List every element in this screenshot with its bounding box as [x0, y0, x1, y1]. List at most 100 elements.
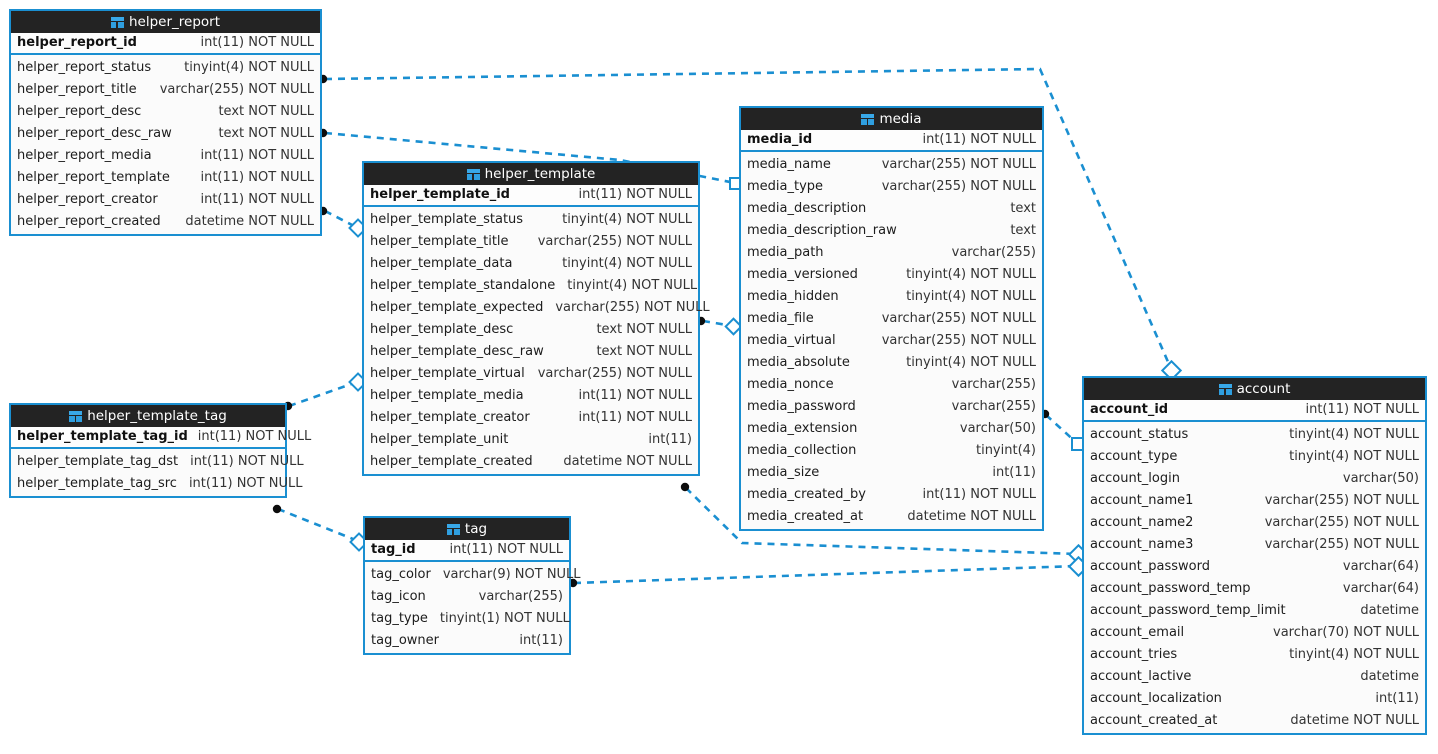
column-name: media_name [747, 157, 831, 172]
column-name: helper_template_virtual [370, 366, 525, 381]
entity-helper_template[interactable]: helper_template helper_template_id int(1… [362, 161, 710, 476]
primary-key-row: media_id int(11) NOT NULL [741, 130, 1042, 152]
column-type: int(11) NOT NULL [578, 410, 692, 425]
rel-helper_template_tag-tag [272, 504, 369, 552]
column-row: helper_report_template int(11) NOT NULL [11, 167, 320, 189]
column-name: media_hidden [747, 289, 839, 304]
column-row: media_collection tinyint(4) [741, 440, 1042, 462]
column-type: tinyint(4) NOT NULL [562, 212, 692, 227]
column-name: account_status [1090, 427, 1189, 442]
column-type: varchar(255) NOT NULL [881, 157, 1036, 172]
entity-media[interactable]: media media_id int(11) NOT NULL media_na… [739, 106, 1044, 531]
column-name: account_id [1090, 402, 1169, 417]
column-name: tag_icon [371, 589, 426, 604]
column-name: helper_report_title [17, 82, 137, 97]
column-name: tag_owner [371, 633, 439, 648]
column-row: helper_template_creator int(11) NOT NULL [364, 407, 698, 429]
entity-helper_report[interactable]: helper_report helper_report_id int(11) N… [9, 9, 322, 236]
column-name: account_name2 [1090, 515, 1194, 530]
column-type: varchar(255) NOT NULL [1264, 515, 1419, 530]
column-type: varchar(255) NOT NULL [537, 366, 692, 381]
column-type: text NOT NULL [596, 344, 692, 359]
column-name: helper_template_creator [370, 410, 530, 425]
column-name: media_size [747, 465, 820, 480]
table-icon [1218, 383, 1232, 395]
primary-key-row: helper_report_id int(11) NOT NULL [11, 33, 320, 55]
column-type: text [1010, 201, 1036, 216]
column-type: varchar(255) NOT NULL [881, 311, 1036, 326]
table-icon [446, 523, 460, 535]
column-name: helper_report_created [17, 214, 161, 229]
primary-key-row: tag_id int(11) NOT NULL [365, 540, 569, 562]
column-name: helper_report_media [17, 148, 152, 163]
entity-title: helper_report [128, 14, 221, 30]
column-name: helper_template_desc [370, 322, 514, 337]
column-type: tinyint(4) NOT NULL [906, 289, 1036, 304]
column-type: int(11) NOT NULL [922, 487, 1036, 502]
entity-header: tag [365, 518, 569, 540]
column-type: tinyint(4) NOT NULL [906, 267, 1036, 282]
column-type: tinyint(1) NOT NULL [439, 611, 570, 626]
entity-helper_template_tag[interactable]: helper_template_tag helper_template_tag_… [9, 403, 311, 498]
column-type: datetime NOT NULL [1290, 713, 1419, 728]
column-name: account_password_temp [1090, 581, 1251, 596]
column-type: varchar(255) [951, 377, 1036, 392]
rel-tag-account [568, 555, 1090, 588]
column-name: tag_id [371, 542, 416, 557]
column-name: media_path [747, 245, 824, 260]
rel-helper_report-helper_template [318, 206, 368, 238]
column-type: int(11) NOT NULL [190, 454, 304, 469]
column-type: varchar(255) NOT NULL [537, 234, 692, 249]
column-type: varchar(64) [1342, 581, 1419, 596]
column-name: helper_report_template [17, 170, 170, 185]
column-type: datetime [1360, 669, 1419, 684]
column-row: account_name2 varchar(255) NOT NULL [1084, 512, 1425, 534]
column-name: account_tries [1090, 647, 1178, 662]
column-name: account_email [1090, 625, 1185, 640]
entity-header: media [741, 108, 1042, 130]
column-name: media_collection [747, 443, 857, 458]
column-name: helper_template_expected [370, 300, 544, 315]
column-row: helper_report_status tinyint(4) NOT NULL [11, 57, 320, 79]
column-type: tinyint(4) NOT NULL [562, 256, 692, 271]
column-type: datetime NOT NULL [185, 214, 314, 229]
column-row: helper_report_created datetime NOT NULL [11, 211, 320, 233]
column-type: int(11) NOT NULL [200, 170, 314, 185]
entity-account[interactable]: account account_id int(11) NOT NULL acco… [1082, 376, 1427, 735]
column-name: media_password [747, 399, 856, 414]
column-type: tinyint(4) [975, 443, 1036, 458]
column-type: varchar(50) [1342, 471, 1419, 486]
column-type: tinyint(4) NOT NULL [184, 60, 314, 75]
column-type: text NOT NULL [218, 104, 314, 119]
column-name: helper_report_desc_raw [17, 126, 172, 141]
column-type: varchar(9) NOT NULL [442, 567, 581, 582]
column-type: int(11) NOT NULL [188, 476, 303, 491]
column-type: datetime NOT NULL [563, 454, 692, 469]
column-name: account_password_temp_limit [1090, 603, 1286, 618]
column-type: int(11) NOT NULL [200, 192, 314, 207]
column-name: helper_report_status [17, 60, 152, 75]
